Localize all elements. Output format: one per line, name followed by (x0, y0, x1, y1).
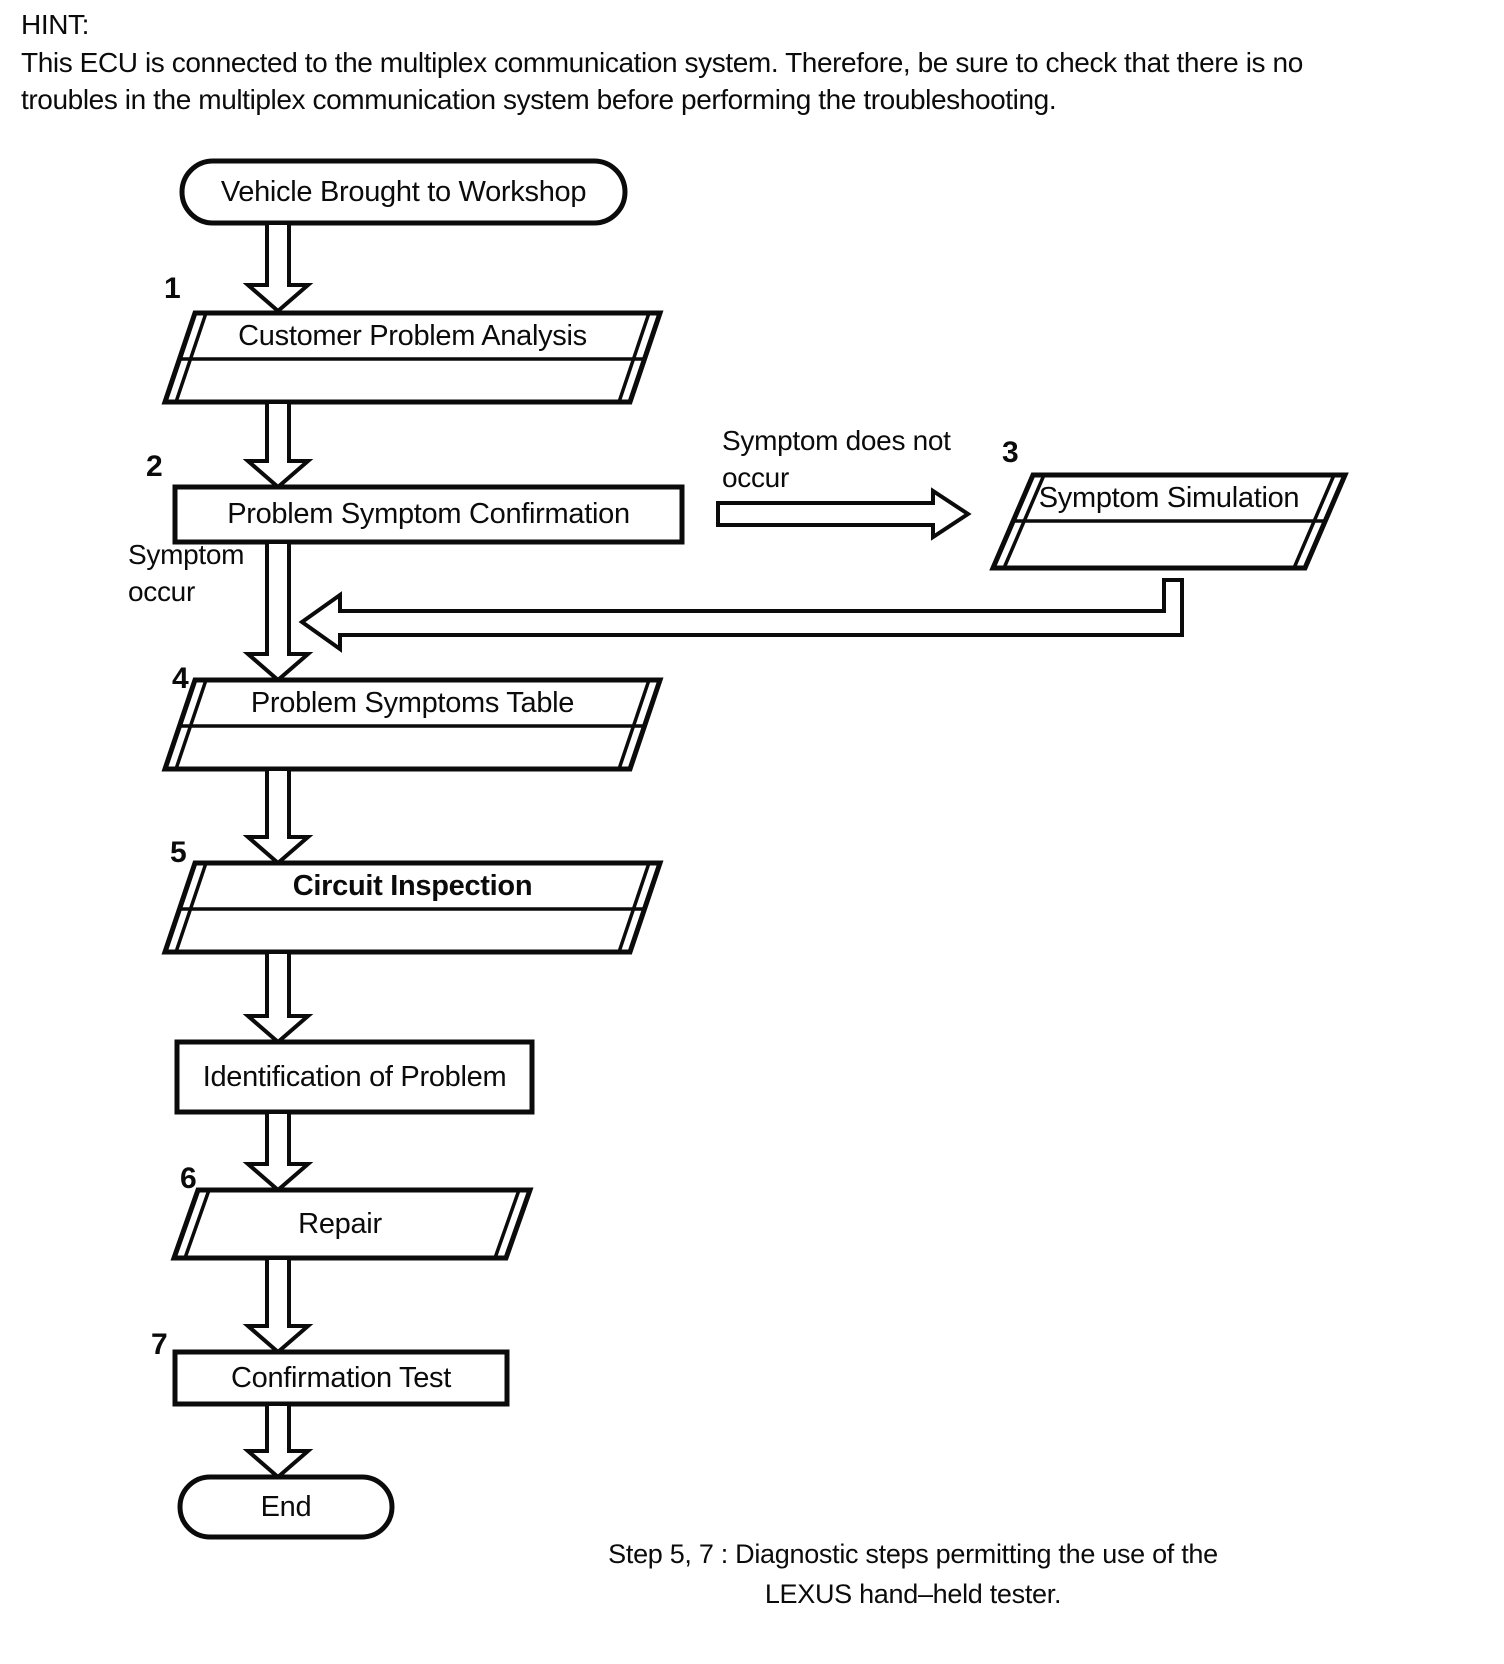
figure-caption-line1: Step 5, 7 : Diagnostic steps permitting … (608, 1539, 1218, 1569)
step1-number: 1 (164, 272, 181, 305)
step5-parallelogram-shape (161, 860, 664, 955)
identification-process-shape (174, 1039, 535, 1115)
step4-parallelogram-shape (161, 677, 664, 772)
step3-label: Symptom Simulation (1038, 481, 1300, 514)
identification-label: Identification of Problem (202, 1060, 507, 1093)
step2-label: Problem Symptom Confirmation (227, 498, 630, 530)
figure-caption: Step 5, 7 : Diagnostic steps permitting … (563, 1534, 1263, 1614)
step5-label: Circuit Inspection (292, 869, 533, 902)
hint-body-line-2: troubles in the multiplex communication … (21, 84, 1057, 115)
flow-arrow-step5-to-identification (242, 950, 314, 1045)
flow-arrow-step2-to-step3 (716, 487, 972, 541)
flow-arrow-step2-to-step4 (242, 540, 314, 683)
figure-caption-line2: LEXUS hand–held tester. (764, 1579, 1062, 1609)
flow-arrow-step7-to-end (242, 1402, 314, 1480)
hint-body-line-1: This ECU is connected to the multiplex c… (21, 47, 1303, 78)
step4-number: 4 (172, 662, 189, 695)
edge-label-symptom-occur-line1: Symptom (128, 539, 245, 570)
step6-parallelogram-shape (170, 1187, 534, 1261)
edge-label-symptom-occur: Symptom occur (128, 536, 244, 610)
flow-arrow-start-to-step1 (242, 221, 314, 314)
hint-title: HINT: (21, 9, 90, 40)
step3-parallelogram-shape (989, 472, 1349, 571)
step6-inner-edge-left (183, 1189, 211, 1259)
step4-label: Problem Symptoms Table (250, 686, 575, 719)
start-terminal-shape (179, 158, 628, 226)
step1-parallelogram-shape (161, 310, 664, 405)
start-terminal-label: Vehicle Brought to Workshop (220, 175, 587, 208)
step2-process-shape (172, 484, 685, 545)
flow-arrow-step1-to-step2 (242, 400, 314, 490)
flow-arrow-identification-to-step6 (242, 1110, 314, 1193)
step6-label: Repair (298, 1207, 382, 1240)
flow-arrow-step6-to-step7 (242, 1256, 314, 1355)
step6-inner-edge-right (493, 1189, 521, 1259)
step1-label: Customer Problem Analysis (238, 319, 587, 352)
hint-block: HINT: This ECU is connected to the multi… (21, 6, 1441, 118)
edge-label-symptom-does-not-occur-line2: occur (722, 462, 789, 493)
edge-label-symptom-does-not-occur-line1: Symptom does not (722, 425, 951, 456)
flow-arrow-step3-return (298, 578, 1184, 653)
step3-number: 3 (1002, 436, 1019, 469)
edge-label-symptom-does-not-occur: Symptom does not occur (722, 422, 951, 496)
step7-process-shape (172, 1349, 510, 1407)
end-terminal-label: End (260, 1490, 312, 1523)
step5-number: 5 (170, 836, 187, 869)
step7-number: 7 (151, 1328, 168, 1361)
step2-number: 2 (146, 450, 163, 483)
step6-number: 6 (180, 1162, 197, 1195)
end-terminal-shape (177, 1474, 395, 1540)
flow-arrow-step4-to-step5 (242, 767, 314, 866)
edge-label-symptom-occur-line2: occur (128, 576, 195, 607)
step7-label: Confirmation Test (230, 1361, 452, 1394)
